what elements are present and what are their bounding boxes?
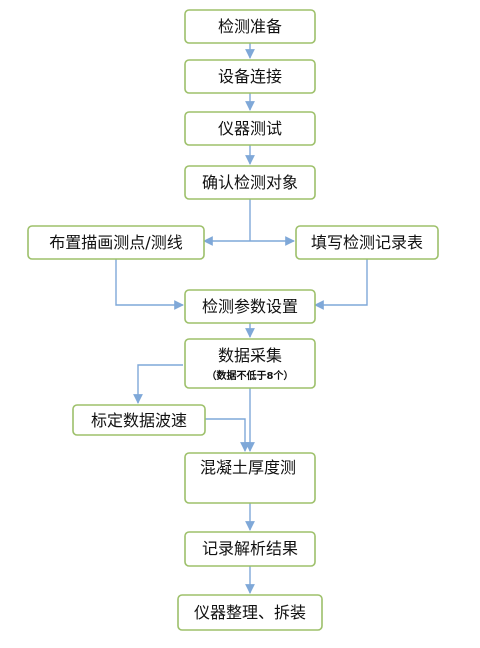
node-target-label: 确认检测对象 [202, 173, 298, 192]
node-thickness-label: 混凝土厚度测 [200, 458, 296, 477]
node-collect: 数据采集 （数据不低于8个） [184, 338, 316, 389]
node-analyze-label: 记录解析结果 [202, 539, 298, 558]
node-test: 仪器测试 [184, 111, 316, 146]
node-prep-label: 检测准备 [218, 17, 282, 36]
node-params-label: 检测参数设置 [202, 297, 298, 316]
node-prep: 检测准备 [184, 9, 316, 44]
node-teardown-label: 仪器整理、拆装 [194, 603, 306, 622]
node-params: 检测参数设置 [184, 289, 316, 324]
node-record-form-label: 填写检测记录表 [311, 233, 423, 252]
node-record-form: 填写检测记录表 [295, 225, 439, 260]
node-calibrate-label: 标定数据波速 [91, 411, 187, 430]
edge-collect-calibrate [133, 364, 183, 404]
connectors [115, 43, 368, 594]
node-connect-label: 设备连接 [218, 67, 282, 86]
node-test-label: 仪器测试 [218, 119, 282, 138]
node-target: 确认检测对象 [184, 165, 316, 200]
node-collect-note: （数据不低于8个） [207, 369, 294, 382]
node-layout-label: 布置描画测点/测线 [49, 233, 182, 252]
edge-recordform-params [314, 259, 368, 310]
node-calibrate: 标定数据波速 [72, 404, 206, 436]
edge-layout-params [115, 259, 184, 310]
node-connect: 设备连接 [184, 59, 316, 94]
edge-calibrate-thickness [205, 418, 250, 452]
node-collect-label: 数据采集 [218, 346, 282, 365]
node-analyze: 记录解析结果 [184, 531, 316, 567]
node-layout: 布置描画测点/测线 [27, 225, 205, 260]
node-teardown: 仪器整理、拆装 [177, 594, 323, 631]
node-thickness: 混凝土厚度测 [184, 452, 316, 504]
